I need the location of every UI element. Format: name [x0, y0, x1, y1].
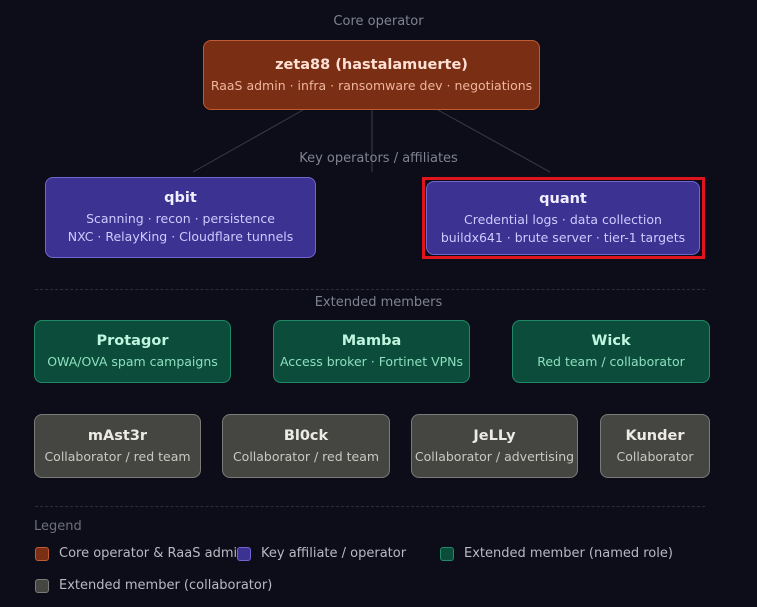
- node-qbit[interactable]: qbit Scanning · recon · persistence NXC …: [45, 177, 316, 258]
- node-title: mAst3r: [87, 427, 148, 444]
- node-title: Mamba: [341, 333, 402, 349]
- node-title: Protagor: [96, 333, 169, 349]
- node-subtitle: Credential logs · data collection: [464, 211, 662, 227]
- node-title: JeLLy: [473, 427, 516, 444]
- node-protagor[interactable]: Protagor OWA/OVA spam campaigns: [34, 320, 231, 383]
- node-subtitle: Collaborator / red team: [44, 448, 191, 464]
- legend-title: Legend: [34, 519, 82, 534]
- divider: [35, 506, 705, 507]
- legend-item-affiliate: Key affiliate / operator: [237, 546, 406, 561]
- node-title: quant: [539, 190, 587, 207]
- node-title: Kunder: [625, 427, 685, 444]
- node-subtitle: Red team / collaborator: [537, 354, 685, 369]
- node-title: Wick: [591, 333, 631, 349]
- legend-label: Extended member (named role): [464, 546, 673, 561]
- node-subtitle: OWA/OVA spam campaigns: [47, 354, 218, 369]
- divider: [35, 289, 705, 290]
- section-label-extended: Extended members: [314, 295, 443, 310]
- legend-label: Extended member (collaborator): [59, 578, 273, 593]
- connector-zeta88-quant: [437, 109, 551, 173]
- highlight-box: [422, 177, 705, 259]
- section-label-core: Core operator: [333, 14, 424, 29]
- node-subtitle: Access broker · Fortinet VPNs: [279, 354, 464, 369]
- node-zeta88[interactable]: zeta88 (hastalamuerte) RaaS admin · infr…: [203, 40, 540, 110]
- node-kunder[interactable]: Kunder Collaborator: [600, 414, 710, 478]
- legend-swatch-affiliate: [237, 546, 251, 561]
- node-title: Bl0ck: [283, 427, 329, 444]
- node-subtitle: Collaborator: [616, 448, 694, 464]
- node-subtitle: Collaborator / red team: [232, 448, 380, 464]
- connector-zeta88-qbit: [192, 109, 304, 173]
- node-title: zeta88 (hastalamuerte): [275, 56, 468, 73]
- node-bl0ck[interactable]: Bl0ck Collaborator / red team: [222, 414, 390, 478]
- node-quant[interactable]: quant Credential logs · data collection …: [426, 181, 700, 255]
- node-mamba[interactable]: Mamba Access broker · Fortinet VPNs: [273, 320, 470, 383]
- node-title: qbit: [164, 190, 197, 206]
- legend-swatch-collaborator: [35, 578, 49, 593]
- legend-label: Core operator & RaaS admin: [59, 546, 246, 561]
- node-mast3r[interactable]: mAst3r Collaborator / red team: [34, 414, 201, 478]
- node-subtitle: Collaborator / advertising: [414, 448, 575, 464]
- node-wick[interactable]: Wick Red team / collaborator: [512, 320, 710, 383]
- node-subtitle: buildx641 · brute server · tier-1 target…: [440, 229, 686, 245]
- node-subtitle: Scanning · recon · persistence: [86, 211, 275, 226]
- node-jelly[interactable]: JeLLy Collaborator / advertising: [411, 414, 578, 478]
- legend-swatch-extended: [440, 546, 454, 561]
- legend-item-core: Core operator & RaaS admin: [35, 546, 245, 561]
- legend-label: Key affiliate / operator: [261, 546, 407, 561]
- node-subtitle: RaaS admin · infra · ransomware dev · ne…: [210, 77, 533, 93]
- legend-item-extended: Extended member (named role): [440, 546, 673, 561]
- section-label-affiliates: Key operators / affiliates: [299, 151, 458, 166]
- legend-item-collaborator: Extended member (collaborator): [35, 578, 272, 593]
- node-subtitle: NXC · RelayKing · Cloudflare tunnels: [67, 229, 294, 244]
- legend-swatch-core: [35, 546, 49, 561]
